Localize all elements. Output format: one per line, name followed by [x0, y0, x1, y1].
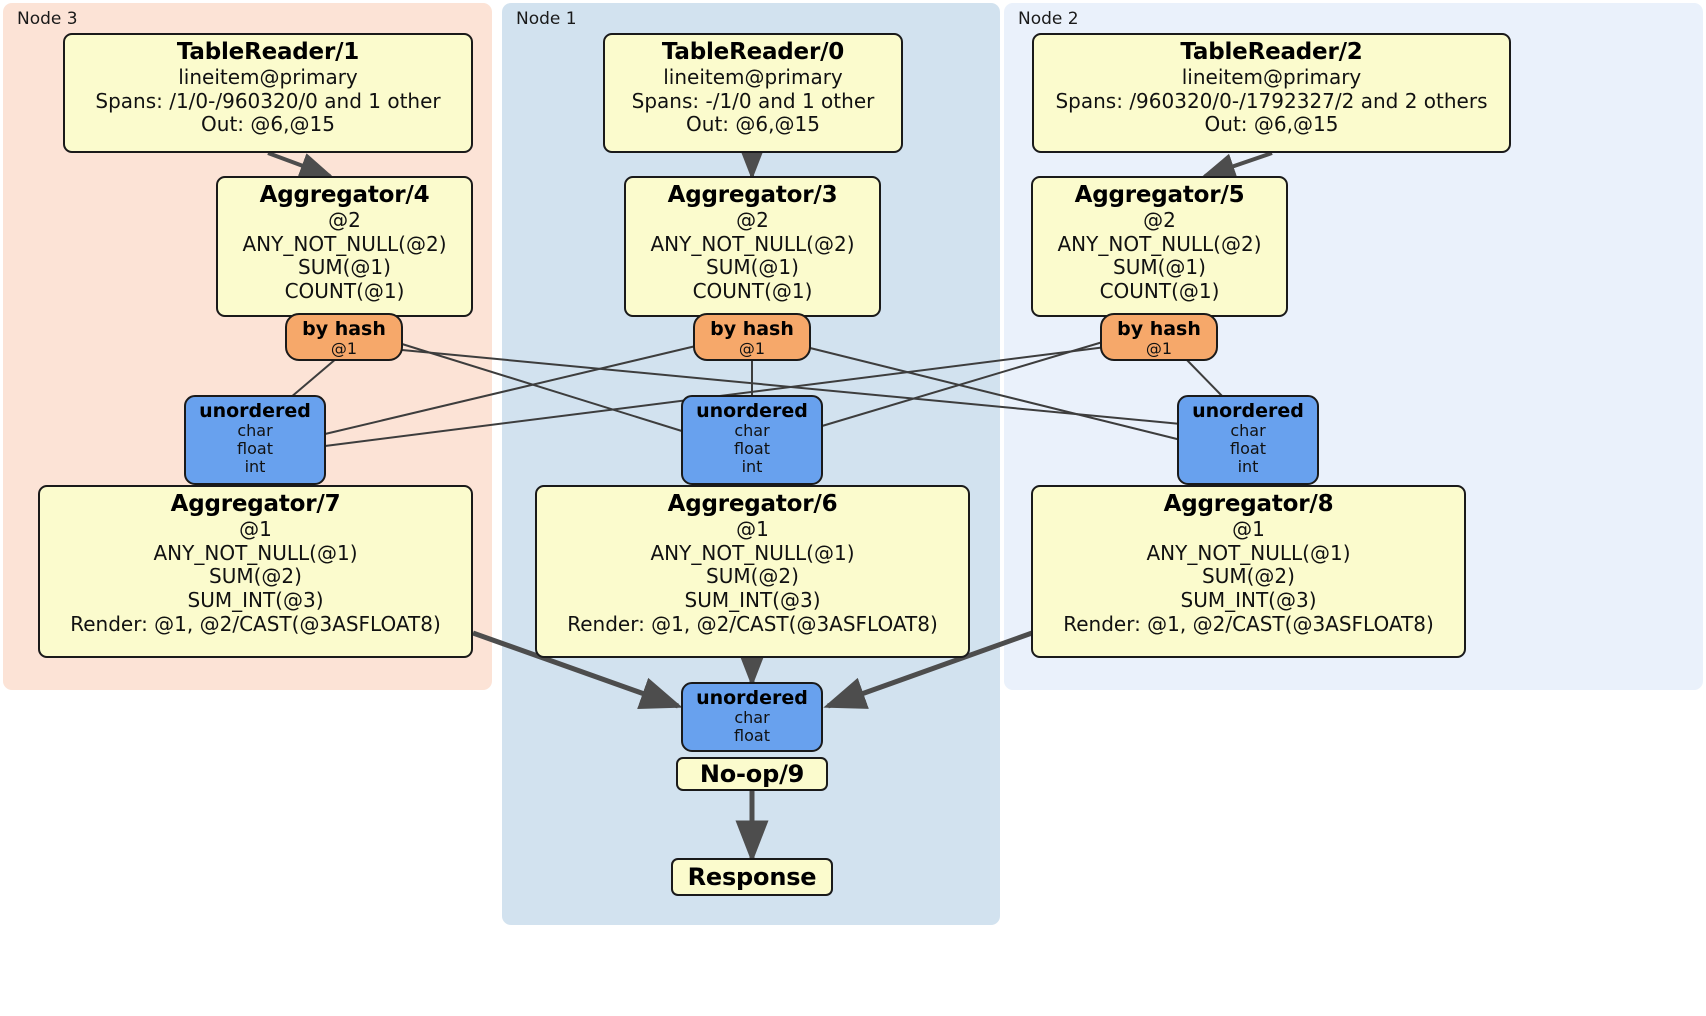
processor-line: @1 [736, 517, 769, 542]
router-line: char [237, 421, 273, 441]
processor-line: Spans: /1/0-/960320/0 and 1 other [95, 88, 441, 113]
processor-line: COUNT(@1) [284, 278, 405, 303]
processor-aggregator-7[interactable]: Aggregator/7 @1 ANY_NOT_NULL(@1) SUM(@2)… [38, 485, 473, 658]
processor-line: SUM(@2) [1202, 564, 1295, 589]
processor-title: Aggregator/7 [170, 491, 341, 517]
processor-title: TableReader/0 [661, 39, 845, 65]
router-line: float [734, 726, 770, 746]
processor-tablereader-0[interactable]: TableReader/0 lineitem@primary Spans: -/… [603, 33, 903, 153]
processor-line: SUM_INT(@3) [187, 587, 324, 612]
processor-line: SUM(@1) [298, 255, 391, 280]
processor-aggregator-4[interactable]: Aggregator/4 @2 ANY_NOT_NULL(@2) SUM(@1)… [216, 176, 473, 317]
processor-line: ANY_NOT_NULL(@1) [1146, 540, 1351, 565]
router-line: @1 [1145, 339, 1173, 359]
router-by-hash-node1[interactable]: by hash @1 [693, 313, 811, 361]
router-line: char [734, 421, 770, 441]
processor-line: lineitem@primary [1181, 65, 1362, 90]
router-line: @1 [330, 339, 358, 359]
processor-title: Aggregator/6 [667, 491, 838, 517]
processor-line: SUM_INT(@3) [1180, 587, 1317, 612]
processor-line: @2 [328, 208, 361, 233]
processor-title: Response [687, 863, 817, 891]
processor-line: SUM(@2) [209, 564, 302, 589]
processor-line: @1 [239, 517, 272, 542]
processor-line: lineitem@primary [178, 65, 358, 90]
processor-line: @1 [1232, 517, 1265, 542]
processor-line: Out: @6,@15 [686, 112, 820, 137]
processor-line: Render: @1, @2/CAST(@3ASFLOAT8) [1063, 611, 1434, 636]
processor-aggregator-5[interactable]: Aggregator/5 @2 ANY_NOT_NULL(@2) SUM(@1)… [1031, 176, 1288, 317]
router-line: int [244, 457, 266, 477]
processor-title: Aggregator/3 [667, 182, 838, 208]
processor-line: Out: @6,@15 [201, 112, 335, 137]
router-title: unordered [199, 400, 311, 422]
processor-line: Out: @6,@15 [1204, 112, 1339, 137]
processor-noop-9[interactable]: No-op/9 [676, 757, 828, 791]
node-region-label-node1: Node 1 [516, 9, 577, 29]
processor-tablereader-2[interactable]: TableReader/2 lineitem@primary Spans: /9… [1032, 33, 1511, 153]
processor-line: Spans: -/1/0 and 1 other [631, 88, 875, 113]
router-line: int [741, 457, 763, 477]
synchronizer-unordered-node3[interactable]: unordered char float int [184, 395, 326, 485]
router-line: char [1230, 421, 1266, 441]
processor-line: ANY_NOT_NULL(@1) [650, 540, 855, 565]
router-line: @1 [738, 339, 766, 359]
processor-title: Aggregator/8 [1163, 491, 1334, 517]
processor-tablereader-1[interactable]: TableReader/1 lineitem@primary Spans: /1… [63, 33, 473, 153]
synchronizer-unordered-final[interactable]: unordered char float [681, 682, 823, 752]
processor-title: TableReader/2 [1180, 39, 1363, 65]
processor-aggregator-8[interactable]: Aggregator/8 @1 ANY_NOT_NULL(@1) SUM(@2)… [1031, 485, 1466, 658]
processor-line: SUM(@2) [706, 564, 799, 589]
router-line: int [1237, 457, 1259, 477]
router-title: by hash [710, 318, 794, 340]
processor-line: lineitem@primary [663, 65, 843, 90]
node-region-label-node3: Node 3 [17, 9, 78, 29]
processor-title: No-op/9 [699, 760, 805, 788]
router-title: unordered [696, 400, 808, 422]
router-by-hash-node2[interactable]: by hash @1 [1100, 313, 1218, 361]
processor-line: COUNT(@1) [692, 278, 813, 303]
processor-line: Render: @1, @2/CAST(@3ASFLOAT8) [567, 611, 938, 636]
synchronizer-unordered-node2[interactable]: unordered char float int [1177, 395, 1319, 485]
processor-title: Aggregator/5 [1074, 182, 1245, 208]
processor-line: ANY_NOT_NULL(@2) [1057, 231, 1262, 256]
synchronizer-unordered-node1[interactable]: unordered char float int [681, 395, 823, 485]
processor-line: Render: @1, @2/CAST(@3ASFLOAT8) [70, 611, 441, 636]
router-title: unordered [696, 687, 808, 709]
node-region-label-node2: Node 2 [1018, 9, 1079, 29]
processor-aggregator-6[interactable]: Aggregator/6 @1 ANY_NOT_NULL(@1) SUM(@2)… [535, 485, 970, 658]
processor-aggregator-3[interactable]: Aggregator/3 @2 ANY_NOT_NULL(@2) SUM(@1)… [624, 176, 881, 317]
processor-line: @2 [1143, 208, 1176, 233]
processor-line: COUNT(@1) [1099, 278, 1220, 303]
router-line: char [734, 708, 770, 728]
processor-title: Aggregator/4 [259, 182, 430, 208]
router-title: by hash [302, 318, 386, 340]
processor-line: SUM_INT(@3) [684, 587, 821, 612]
router-line: float [237, 439, 273, 459]
processor-line: Spans: /960320/0-/1792327/2 and 2 others [1055, 88, 1488, 113]
processor-line: SUM(@1) [706, 255, 799, 280]
processor-line: @2 [736, 208, 769, 233]
router-title: by hash [1117, 318, 1201, 340]
router-title: unordered [1192, 400, 1304, 422]
processor-response[interactable]: Response [671, 858, 833, 896]
processor-line: SUM(@1) [1113, 255, 1206, 280]
processor-title: TableReader/1 [176, 39, 360, 65]
processor-line: ANY_NOT_NULL(@1) [153, 540, 358, 565]
router-by-hash-node3[interactable]: by hash @1 [285, 313, 403, 361]
processor-line: ANY_NOT_NULL(@2) [242, 231, 447, 256]
processor-line: ANY_NOT_NULL(@2) [650, 231, 855, 256]
router-line: float [734, 439, 770, 459]
router-line: float [1230, 439, 1266, 459]
